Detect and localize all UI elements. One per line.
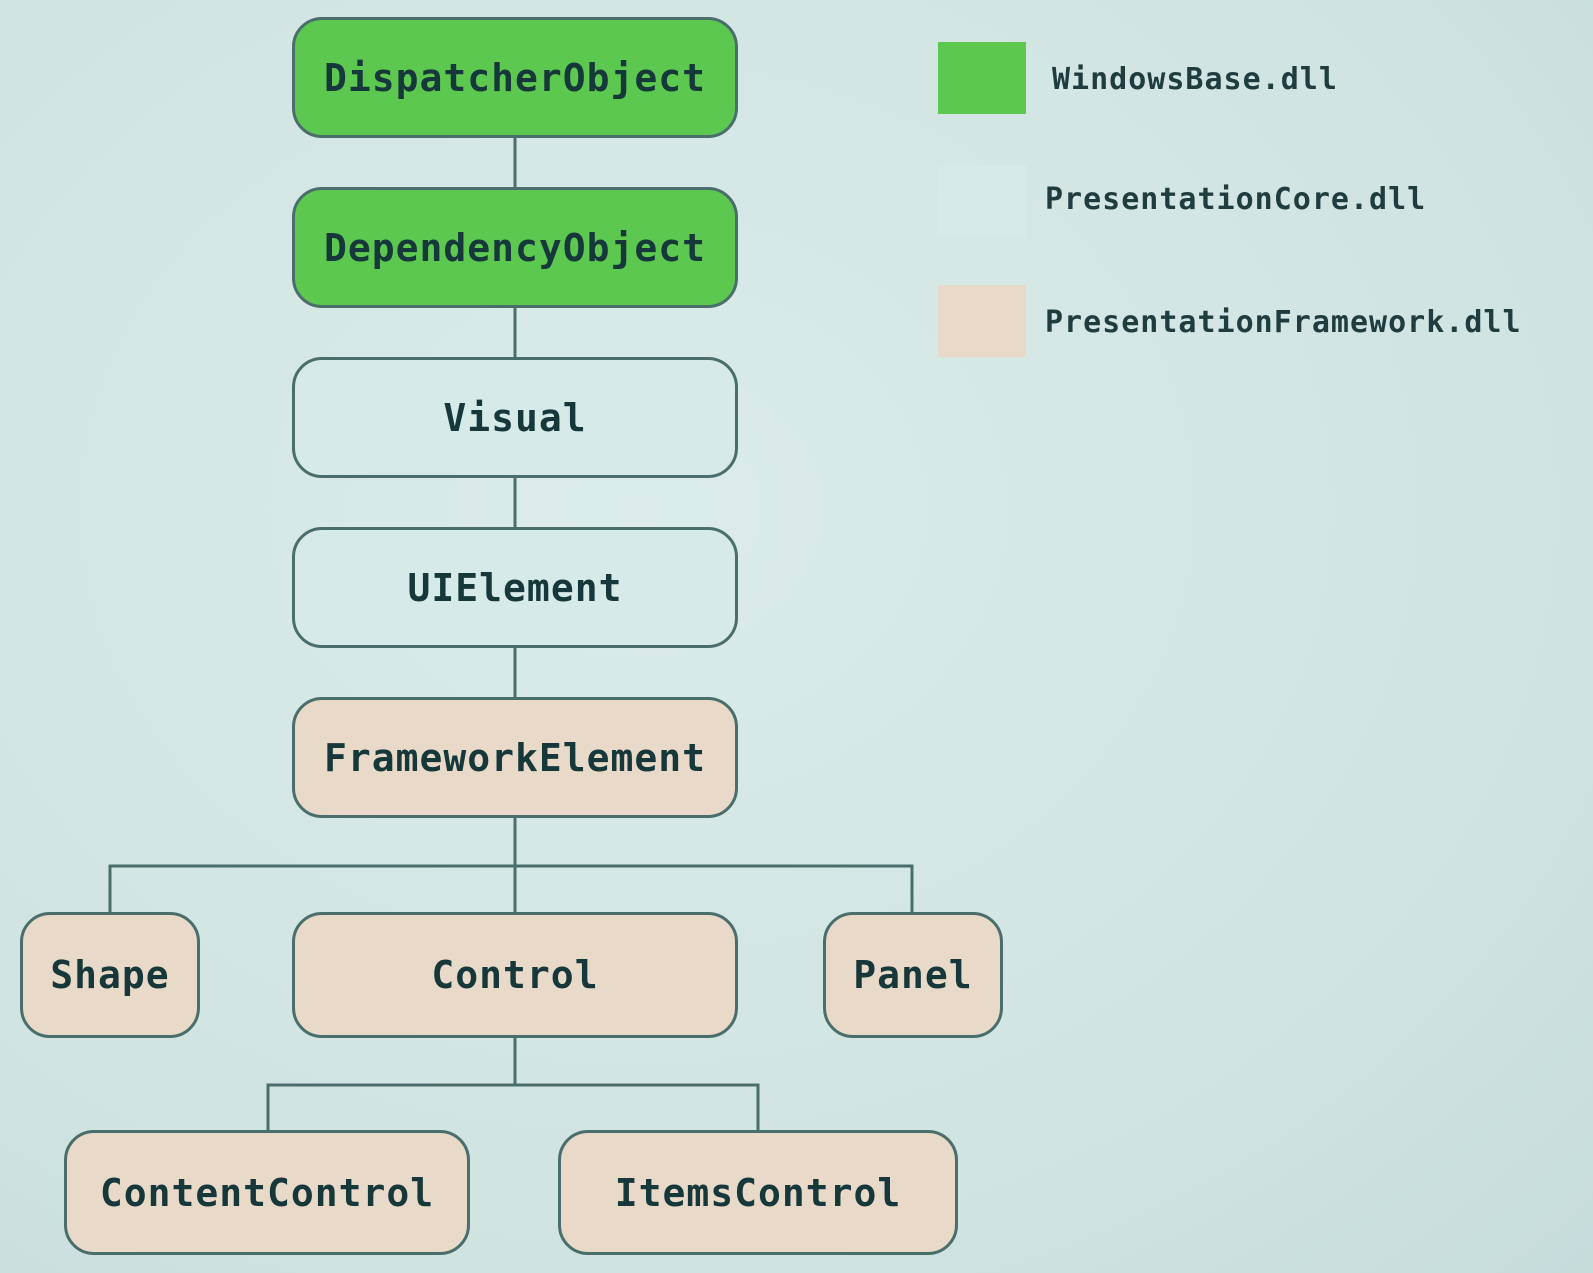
node-content-control: ContentControl — [64, 1130, 470, 1255]
legend-label-presentationcore: PresentationCore.dll — [1045, 182, 1427, 217]
node-framework-element: FrameworkElement — [292, 697, 738, 818]
node-shape: Shape — [20, 912, 200, 1038]
node-visual: Visual — [292, 357, 738, 478]
edge-frameworkelement-children — [108, 864, 914, 912]
legend-label-windowsbase: WindowsBase.dll — [1052, 62, 1338, 97]
legend-label-presentationframework: PresentationFramework.dll — [1045, 305, 1522, 340]
node-items-control: ItemsControl — [558, 1130, 958, 1255]
legend-swatch-presentationcore — [938, 165, 1026, 237]
node-control: Control — [292, 912, 738, 1038]
node-ui-element: UIElement — [292, 527, 738, 648]
edge-control-children — [266, 1083, 760, 1130]
node-dispatcher-object: DispatcherObject — [292, 17, 738, 138]
node-dependency-object: DependencyObject — [292, 187, 738, 308]
legend-swatch-windowsbase — [938, 42, 1026, 114]
legend-swatch-presentationframework — [938, 285, 1026, 357]
node-panel: Panel — [823, 912, 1003, 1038]
